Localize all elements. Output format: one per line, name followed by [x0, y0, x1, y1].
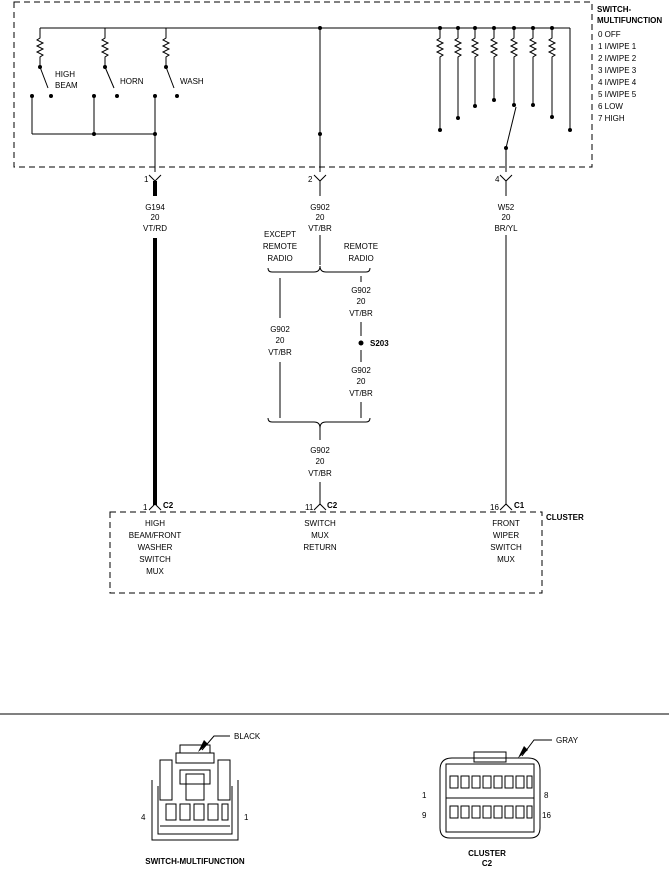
remote-label-1: REMOTE [344, 242, 378, 251]
left-branch-color: VT/BR [268, 348, 292, 357]
position-0: 0 OFF [598, 30, 621, 39]
cluster-pin11: 11 [305, 503, 314, 512]
wire1-gauge: 20 [151, 213, 160, 222]
cluster-conn-pin-br: 16 [542, 811, 551, 820]
merged-gauge: 20 [316, 457, 325, 466]
wash-label: WASH [180, 77, 204, 86]
switch-box [13, 1, 593, 168]
cluster-label1-0: HIGH [145, 519, 165, 528]
position-5: 5 I/WIPE 5 [598, 90, 637, 99]
position-1: 1 I/WIPE 1 [598, 42, 637, 51]
pin-2-connector [313, 174, 327, 182]
switch-connector-face [151, 744, 239, 841]
cluster-label3-2: SWITCH [490, 543, 522, 552]
except-label-2: REMOTE [263, 242, 297, 251]
cluster-label3-0: FRONT [492, 519, 520, 528]
cluster-label2-2: RETURN [303, 543, 337, 552]
gray-leader-arrow [518, 746, 528, 758]
wire2-gauge: 20 [316, 213, 325, 222]
right-lower-color: VT/BR [349, 389, 373, 398]
except-label-1: EXCEPT [264, 230, 296, 239]
cluster-label3-1: WIPER [493, 531, 519, 540]
pin-1-connector [148, 174, 162, 182]
cluster-label1-3: SWITCH [139, 555, 171, 564]
cluster-title: CLUSTER [546, 513, 584, 522]
gray-label: GRAY [556, 736, 579, 745]
options-brace-top [267, 265, 371, 273]
pin-4-connector [499, 174, 513, 182]
cluster-label1-4: MUX [146, 567, 164, 576]
switch-conn-name: SWITCH-MULTIFUNCTION [145, 857, 245, 866]
right-lower-gauge: 20 [357, 377, 366, 386]
except-label-3: RADIO [267, 254, 292, 263]
wash-switch [153, 28, 179, 134]
wire4-circuit: W52 [498, 203, 515, 212]
position-7: 7 HIGH [598, 114, 625, 123]
wire4-color: BR/YL [494, 224, 518, 233]
cluster-label1-1: BEAM/FRONT [129, 531, 182, 540]
black-leader-arrow [198, 740, 208, 752]
position-3: 3 I/WIPE 3 [598, 66, 637, 75]
switch-conn-pin-left: 4 [141, 813, 146, 822]
wire2-color: VT/BR [308, 224, 332, 233]
cluster-label2-1: MUX [311, 531, 329, 540]
high-beam-label-1: HIGH [55, 70, 75, 79]
cluster-conn-pin-tr: 8 [544, 791, 549, 800]
wire2-circuit: G902 [310, 203, 330, 212]
merged-color: VT/BR [308, 469, 332, 478]
position-6: 6 LOW [598, 102, 623, 111]
cluster-conn16: C1 [514, 501, 525, 510]
horn-switch [92, 28, 119, 134]
wire1-circuit: G194 [145, 203, 165, 212]
right-upper-circuit: G902 [351, 286, 371, 295]
horn-label: HORN [120, 77, 144, 86]
cluster-pin16: 16 [490, 503, 499, 512]
left-branch-circuit: G902 [270, 325, 290, 334]
position-2: 2 I/WIPE 2 [598, 54, 637, 63]
cluster-pin1: 1 [143, 503, 148, 512]
pin2-line [318, 26, 322, 172]
pin-2-label: 2 [308, 175, 313, 184]
cluster-label2-0: SWITCH [304, 519, 336, 528]
cluster-pin16-connector [499, 503, 513, 511]
black-label: BLACK [234, 732, 261, 741]
wire4-gauge: 20 [502, 213, 511, 222]
wire1-color: VT/RD [143, 224, 167, 233]
gray-leader [521, 739, 552, 757]
switch-positions: 0 OFF 1 I/WIPE 1 2 I/WIPE 2 3 I/WIPE 3 4… [598, 30, 637, 123]
cluster-pin11-connector [313, 503, 327, 511]
splice-label: S203 [370, 339, 389, 348]
position-4: 4 I/WIPE 4 [598, 78, 637, 87]
right-upper-gauge: 20 [357, 297, 366, 306]
right-upper-color: VT/BR [349, 309, 373, 318]
options-brace-bottom [267, 417, 371, 429]
merged-circuit: G902 [310, 446, 330, 455]
left-branch-gauge: 20 [276, 336, 285, 345]
switch-title-1: SWITCH- [597, 5, 632, 14]
remote-label-2: RADIO [348, 254, 373, 263]
cluster-conn-pin-tl: 1 [422, 791, 427, 800]
right-lower-circuit: G902 [351, 366, 371, 375]
cluster-conn-pin-bl: 9 [422, 811, 427, 820]
switch-conn-pin-right: 1 [244, 813, 249, 822]
cluster-label1-2: WASHER [138, 543, 173, 552]
cluster-label3-3: MUX [497, 555, 515, 564]
cluster-conn-name: CLUSTER [468, 849, 506, 858]
splice-dot [358, 340, 364, 346]
pin-4-label: 4 [495, 175, 500, 184]
switch-title-2: MULTIFUNCTION [597, 16, 662, 25]
cluster-conn11: C2 [327, 501, 338, 510]
switch-common [32, 132, 157, 172]
cluster-conn-sub: C2 [482, 859, 493, 868]
cluster-conn1: C2 [163, 501, 174, 510]
cluster-connector-face [439, 751, 541, 839]
wiper-ladder [435, 26, 572, 172]
cluster-pin1-connector [148, 503, 162, 511]
high-beam-switch [30, 28, 53, 134]
cluster-box [109, 511, 543, 594]
pin-1-label: 1 [144, 175, 149, 184]
high-beam-label-2: BEAM [55, 81, 78, 90]
